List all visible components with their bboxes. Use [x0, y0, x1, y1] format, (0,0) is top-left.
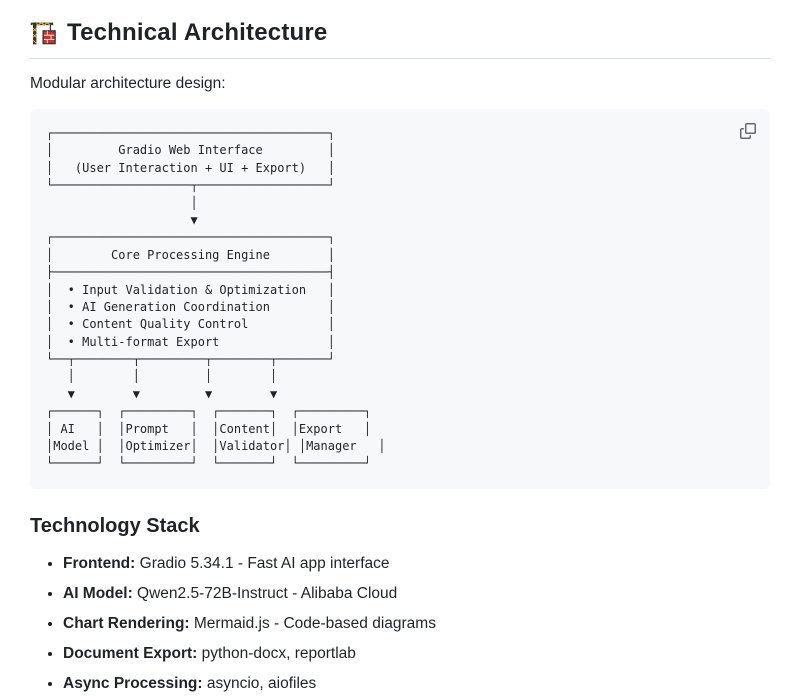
tech-stack-item-async-processing: Async Processing: asyncio, aiofiles	[63, 672, 770, 696]
item-label: Async Processing:	[63, 674, 203, 692]
item-value: asyncio, aiofiles	[202, 674, 317, 692]
tech-stack-list: Frontend: Gradio 5.34.1 - Fast AI app in…	[30, 552, 770, 696]
item-label: Document Export:	[63, 644, 198, 662]
architecture-code-block: ┌──────────────────────────────────────┐…	[30, 109, 770, 489]
tech-stack-heading: Technology Stack	[30, 514, 200, 537]
copy-button[interactable]	[734, 117, 762, 145]
copy-icon	[740, 123, 756, 139]
item-value: python-docx, reportlab	[197, 644, 356, 662]
item-label: Chart Rendering:	[63, 614, 190, 632]
item-label: AI Model:	[63, 584, 133, 602]
tech-stack-item-frontend: Frontend: Gradio 5.34.1 - Fast AI app in…	[63, 552, 770, 576]
item-value: Gradio 5.34.1 - Fast AI app interface	[135, 554, 390, 572]
tech-stack-item-chart-rendering: Chart Rendering: Mermaid.js - Code-based…	[63, 612, 770, 636]
intro-text: Modular architecture design:	[30, 75, 226, 92]
tech-stack-item-ai-model: AI Model: Qwen2.5-72B-Instruct - Alibaba…	[63, 582, 770, 606]
item-value: Qwen2.5-72B-Instruct - Alibaba Cloud	[132, 584, 398, 602]
ascii-architecture-diagram: ┌──────────────────────────────────────┐…	[46, 126, 386, 471]
building-construction-emoji	[30, 20, 57, 47]
tech-stack-item-document-export: Document Export: python-docx, reportlab	[63, 642, 770, 666]
item-label: Frontend:	[63, 554, 136, 572]
page-title: Technical Architecture	[67, 19, 328, 46]
item-value: Mermaid.js - Code-based diagrams	[189, 614, 436, 632]
page-header: Technical Architecture	[30, 18, 770, 59]
